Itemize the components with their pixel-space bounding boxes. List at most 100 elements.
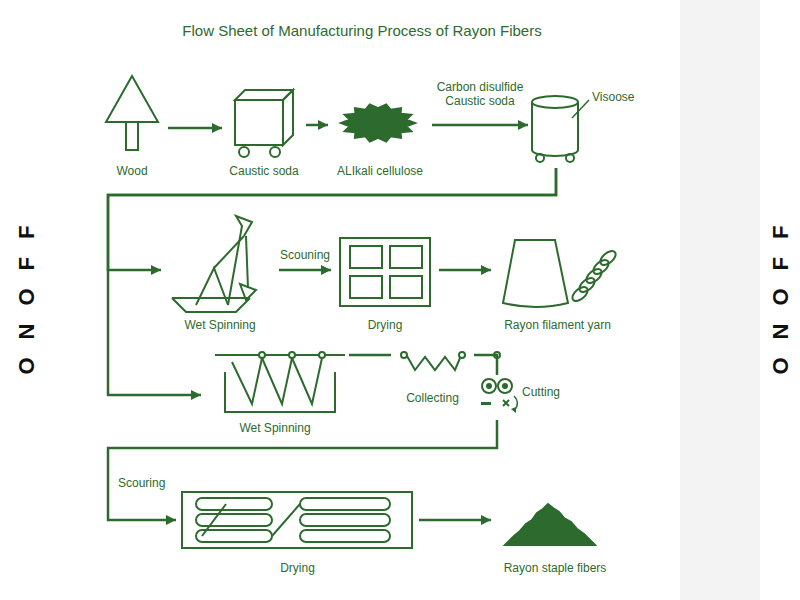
spinning-bath-icon-part <box>232 358 262 404</box>
drying-frame-icon-part <box>390 276 422 298</box>
tank-cart-icon-part <box>239 147 249 157</box>
process-step: Rayon staple fibers <box>491 495 619 575</box>
drying-conveyor-icon <box>182 492 412 548</box>
cutter-icon-part <box>511 407 516 413</box>
yarn-cone-icon-part <box>503 240 568 307</box>
alkali-cellulose-icon <box>341 104 415 141</box>
flow-connector <box>419 519 491 522</box>
collecting-rollers-icon-part <box>401 352 407 358</box>
process-step: Wood <box>96 70 168 178</box>
spinning-bath-icon-part <box>289 352 295 358</box>
side-watermark: ONOFF <box>770 191 792 391</box>
drying-conveyor-icon-part <box>300 514 390 526</box>
drying-conveyor-icon-part <box>272 504 300 536</box>
cutter-icon-part <box>487 384 491 388</box>
drying-conveyor-icon-part <box>202 504 226 536</box>
spinning-bath-icon-part <box>262 358 292 404</box>
collecting-rollers-icon-part <box>407 356 460 370</box>
spinning-bath-icon-part <box>259 352 265 358</box>
spinning-apparatus-icon-part <box>228 216 252 305</box>
step-caption: Collecting <box>391 391 474 405</box>
drying-conveyor-icon-part <box>300 530 390 542</box>
drying-frame-icon <box>340 238 430 306</box>
drying-frame-icon-part <box>350 246 382 268</box>
tree-icon-part <box>106 76 158 122</box>
drying-conveyor-icon-part <box>300 498 390 510</box>
spinning-apparatus-icon-part <box>196 268 228 305</box>
side-panel-part <box>680 0 760 600</box>
diagram-title: Flow Sheet of Manufacturing Process of R… <box>0 22 724 40</box>
spinning-bath-icon <box>215 352 345 412</box>
step-caption: Cutting <box>522 385 560 399</box>
step-caption: Wet Spinning <box>201 421 349 435</box>
cutter-icon-part <box>498 379 512 393</box>
connector-label: Scouring <box>118 476 188 490</box>
viscose-tank-icon-part <box>532 102 578 156</box>
process-step: Drying <box>331 232 439 332</box>
tank-cart-icon-part <box>283 90 293 145</box>
process-step: Visoose <box>528 80 640 168</box>
flow-connector <box>108 168 556 270</box>
viscose-tank-icon <box>532 96 589 162</box>
viscose-tank-icon-part <box>536 154 544 162</box>
cutter-icon-part <box>482 379 496 393</box>
process-step: Wet Spinning <box>201 340 349 435</box>
drying-conveyor-icon-part <box>182 492 412 548</box>
process-step: ALIkali cellulose <box>328 95 432 178</box>
flow-connector <box>108 420 497 520</box>
fiber-pile-icon <box>505 504 595 545</box>
cutter-icon-part <box>503 400 509 406</box>
spinning-apparatus-icon-part <box>172 298 250 312</box>
process-step: Rayon filament yarn <box>491 232 624 332</box>
yarn-coil-icon <box>570 248 618 303</box>
tank-cart-icon <box>235 90 293 157</box>
step-caption: Wet Spinning <box>161 318 279 332</box>
alkali-cellulose-icon-part <box>341 104 415 141</box>
flow-connector <box>349 354 391 357</box>
yarn-cone-icon <box>503 240 568 307</box>
spinning-bath-icon-part <box>292 358 322 404</box>
side-panel <box>680 0 760 600</box>
spinning-apparatus-icon-part <box>246 236 248 288</box>
drying-conveyor-icon-part <box>196 498 272 510</box>
flow-connector <box>306 124 328 127</box>
tree-icon-part <box>126 122 138 150</box>
process-step: Drying <box>176 485 419 575</box>
cutter-icon-part <box>503 384 507 388</box>
viscose-tank-icon-part <box>532 96 578 108</box>
process-step: Collecting <box>391 345 474 405</box>
step-caption: Rayon staple fibers <box>491 561 619 575</box>
process-step: Cutting <box>478 375 568 420</box>
drying-conveyor-icon-part <box>196 514 272 526</box>
spinning-apparatus-icon-part <box>172 297 250 299</box>
spinning-bath-icon-part <box>319 352 325 358</box>
flow-connector <box>168 127 222 130</box>
spinning-apparatus-icon <box>172 216 256 312</box>
cutter-icon-part <box>481 402 491 405</box>
process-step: Caustic soda <box>222 70 306 178</box>
process-step: Wet Spinning <box>161 210 279 332</box>
step-caption: Visoose <box>592 90 634 104</box>
side-watermark: ONOFF <box>16 191 38 391</box>
tree-icon <box>106 76 158 150</box>
connector-label: Scouning <box>272 248 338 262</box>
drying-frame-icon-part <box>340 238 430 306</box>
fiber-pile-icon-part <box>505 504 595 545</box>
flow-connector <box>474 355 497 375</box>
tank-cart-icon-part <box>235 100 283 145</box>
cutter-icon-part <box>503 400 509 406</box>
drying-frame-icon-part <box>390 246 422 268</box>
flow-connector <box>108 168 556 395</box>
cutter-icon <box>481 352 518 413</box>
yarn-coil-icon-part <box>598 248 618 267</box>
drying-conveyor-icon-part <box>196 530 272 542</box>
collecting-rollers-icon-part <box>459 352 465 358</box>
drying-frame-icon-part <box>350 276 382 298</box>
tank-cart-icon-part <box>270 147 280 157</box>
viscose-tank-icon-part <box>572 100 589 118</box>
flow-connector <box>279 269 331 272</box>
